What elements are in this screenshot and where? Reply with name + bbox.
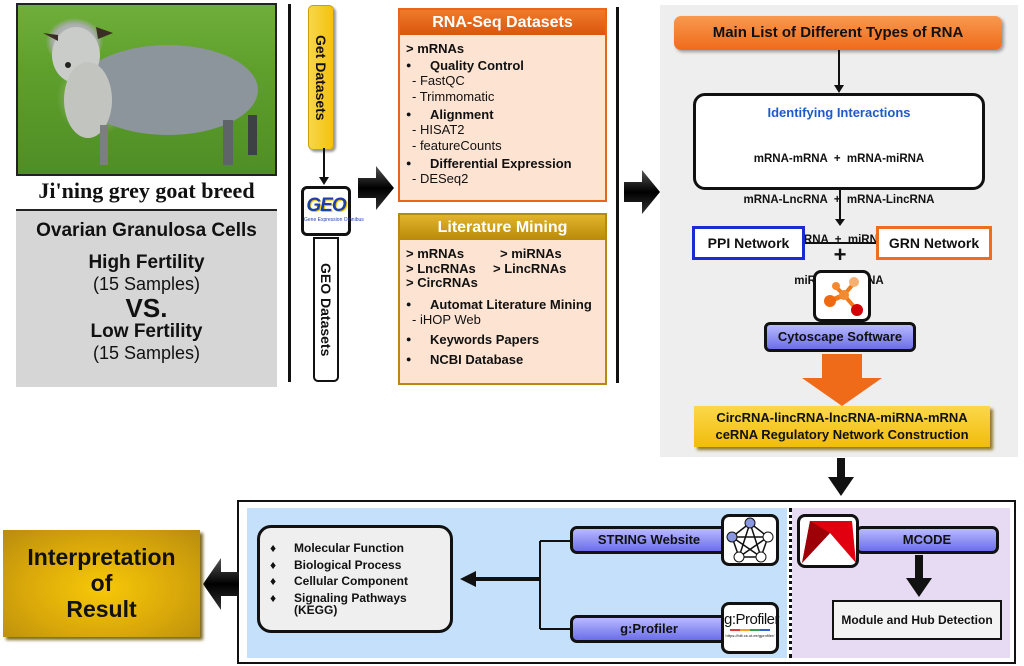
interactions-title: Identifying Interactions bbox=[767, 105, 911, 120]
mcode-shape-icon bbox=[802, 521, 856, 563]
arrow-right-icon bbox=[624, 170, 660, 214]
go-term: Cellular Component bbox=[294, 574, 409, 588]
literature-item: Keywords Papers bbox=[430, 332, 540, 347]
rna-type: > mRNAs bbox=[406, 246, 465, 261]
diamond-bullet-icon: ♦ bbox=[270, 590, 277, 605]
vs-label: VS. bbox=[125, 293, 168, 323]
cells-title: Ovarian Granulosa Cells bbox=[36, 220, 257, 241]
divider-right bbox=[616, 7, 619, 383]
literature-item: - iHOP Web bbox=[412, 312, 481, 327]
dotted-divider bbox=[789, 508, 792, 658]
bullet-icon: ● bbox=[406, 59, 412, 70]
arrow-down-icon bbox=[828, 458, 854, 496]
rnaseq-line: > mRNAs bbox=[406, 41, 465, 56]
cerna-line1: CircRNA-lincRNA-lncRNA-miRNA-mRNA bbox=[716, 410, 968, 425]
arrow-down-icon bbox=[906, 555, 932, 597]
geo-logo-subtitle: Gene Expression Omnibus bbox=[304, 217, 364, 223]
rna-type: > miRNAs bbox=[500, 246, 562, 261]
gprofiler-url: https://biit.cs.ut.ee/gprofiler/ bbox=[725, 633, 775, 638]
get-datasets-label: Get Datasets bbox=[313, 34, 329, 121]
breed-label: Ji'ning grey goat breed bbox=[38, 178, 255, 203]
group2-label: Low Fertility bbox=[90, 321, 203, 342]
go-term: (KEGG) bbox=[294, 603, 338, 617]
tree-connector bbox=[460, 540, 572, 630]
geo-logo-text: GEO bbox=[306, 195, 346, 216]
arrow-left-icon bbox=[203, 558, 239, 610]
rnaseq-title: RNA-Seq Datasets bbox=[400, 10, 605, 35]
diamond-bullet-icon: ♦ bbox=[270, 557, 277, 572]
get-datasets-box: Get Datasets bbox=[308, 5, 334, 150]
gprofiler-color-bar bbox=[730, 629, 770, 631]
rnaseq-line: - DESeq2 bbox=[412, 171, 469, 186]
sample-groups-panel: Ovarian Granulosa Cells High Fertility (… bbox=[16, 209, 277, 387]
rnaseq-line: - Trimmomatic bbox=[412, 88, 495, 104]
geo-datasets-box: GEO Datasets bbox=[313, 237, 339, 382]
string-network-icon bbox=[726, 517, 774, 563]
result-line3: Result bbox=[66, 596, 137, 622]
string-logo-icon bbox=[721, 514, 779, 566]
arrow-down-icon bbox=[319, 148, 329, 185]
literature-item: NCBI Database bbox=[430, 352, 524, 367]
cytoscape-logo-icon bbox=[813, 270, 871, 322]
arrow-down-icon bbox=[835, 190, 845, 226]
go-terms-box: ♦ Molecular Function ♦ Biological Process ♦ C… bbox=[257, 525, 453, 633]
interaction-line: mRNA-LncRNA + mRNA-LincRNA bbox=[743, 193, 935, 206]
rna-type: > CircRNAs bbox=[406, 275, 478, 290]
result-line1: Interpretation bbox=[27, 544, 176, 570]
go-term: Biological Process bbox=[294, 557, 402, 572]
gprofiler-logo-text: g:Profiler bbox=[724, 611, 780, 628]
arrow-right-icon bbox=[358, 166, 394, 210]
gprofiler-logo-icon: g:Profiler https://biit.cs.ut.ee/gprofil… bbox=[721, 602, 780, 654]
bullet-icon: ● bbox=[406, 334, 412, 344]
bullet-icon: ● bbox=[406, 157, 412, 168]
diamond-bullet-icon: ♦ bbox=[270, 574, 277, 588]
cerna-line2: ceRNA Regulatory Network Construction bbox=[715, 427, 969, 442]
rnaseq-line: - HISAT2 bbox=[412, 122, 465, 137]
geo-datasets-label: GEO Datasets bbox=[318, 262, 334, 357]
grn-network-box: GRN Network bbox=[876, 226, 992, 260]
rnaseq-line: Differential Expression bbox=[430, 155, 572, 171]
goat-photo bbox=[16, 3, 277, 176]
divider-left bbox=[288, 4, 291, 382]
cytoscape-software-box: Cytoscape Software bbox=[764, 322, 916, 352]
gprofiler-box: g:Profiler bbox=[570, 615, 728, 643]
cytoscape-network-icon bbox=[824, 277, 863, 316]
go-term: Signaling Pathways bbox=[294, 590, 407, 605]
mcode-logo-icon bbox=[797, 514, 859, 568]
bullet-icon: ● bbox=[406, 354, 412, 364]
interactions-box: Identifying Interactions mRNA-mRNA + mRN… bbox=[693, 93, 985, 287]
go-term: Molecular Function bbox=[294, 541, 405, 555]
module-hub-detection-box: Module and Hub Detection bbox=[832, 600, 1002, 640]
geo-logo-icon: GEO Gene Expression Omnibus bbox=[301, 186, 364, 236]
rnaseq-line: Alignment bbox=[430, 106, 494, 122]
literature-item: Automat Literature Mining bbox=[430, 297, 592, 312]
cerna-network-box: CircRNA-lincRNA-lncRNA-miRNA-mRNA ceRNA … bbox=[694, 406, 990, 447]
group1-label: High Fertility bbox=[88, 252, 205, 273]
rnaseq-line: Quality Control bbox=[430, 57, 524, 73]
group2-samples: (15 Samples) bbox=[92, 343, 201, 363]
interpretation-box: Interpretation of Result bbox=[3, 530, 200, 637]
literature-title: Literature Mining bbox=[400, 215, 605, 240]
rnaseq-line: - featureCounts bbox=[412, 137, 502, 153]
rna-type: > LncRNAs bbox=[406, 261, 476, 276]
main-rna-list: Main List of Different Types of RNA bbox=[674, 16, 1002, 50]
result-line2: of bbox=[90, 570, 113, 596]
orange-arrow-down-icon bbox=[802, 354, 882, 406]
interaction-line: mRNA-mRNA + mRNA-miRNA bbox=[753, 153, 925, 165]
arrow-down-icon bbox=[834, 50, 844, 93]
connector-line bbox=[805, 242, 876, 244]
plus-sign: + bbox=[833, 242, 847, 267]
mcode-box: MCODE bbox=[855, 526, 999, 554]
diamond-bullet-icon: ♦ bbox=[270, 541, 277, 555]
ppi-network-box: PPI Network bbox=[692, 226, 805, 260]
rnaseq-panel: RNA-Seq Datasets > mRNAs ● Quality Control… bbox=[398, 8, 607, 202]
rnaseq-line: - FastQC bbox=[412, 73, 465, 88]
bullet-icon: ● bbox=[406, 108, 412, 119]
literature-panel: Literature Mining > mRNAs > miRNAs > Lnc… bbox=[398, 213, 607, 385]
rna-type: > LincRNAs bbox=[493, 261, 567, 276]
goat-illustration bbox=[43, 27, 258, 165]
bullet-icon: ● bbox=[406, 299, 412, 309]
group1-samples: (15 Samples) bbox=[92, 274, 201, 294]
string-website-box: STRING Website bbox=[570, 526, 728, 554]
